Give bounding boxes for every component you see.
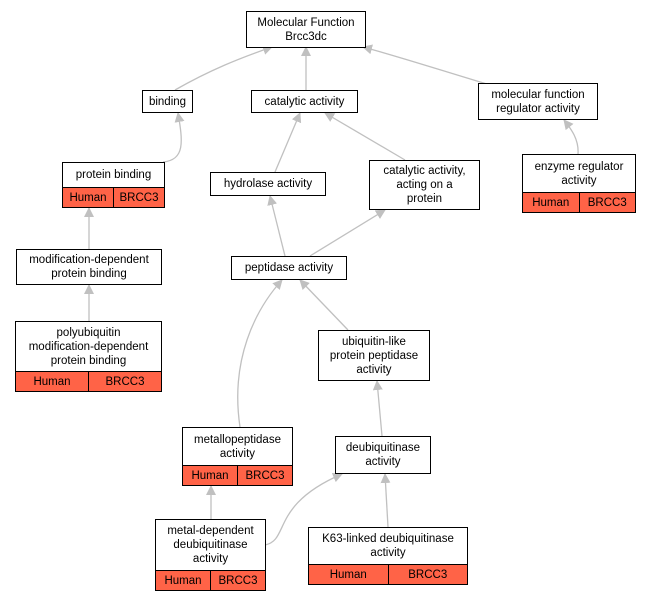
node-deubiquitinase[interactable]: deubiquitinase activity	[335, 436, 431, 474]
edge-metallo-to-peptidase	[237, 279, 283, 428]
gene-cell: BRCC3	[88, 372, 161, 391]
gene-cell: BRCC3	[237, 466, 292, 485]
edge-binding-to-root	[174, 45, 273, 91]
annotation-row: Human BRCC3	[309, 564, 467, 584]
node-metallopeptidase[interactable]: metallopeptidase activity Human BRCC3	[182, 427, 293, 486]
node-peptidase-activity[interactable]: peptidase activity	[231, 256, 347, 280]
node-enzyme-regulator[interactable]: enzyme regulator activity Human BRCC3	[522, 154, 636, 213]
edge-metaldep-to-deub	[264, 472, 343, 546]
node-protein-binding[interactable]: protein binding Human BRCC3	[62, 162, 165, 208]
edge-regulator-to-root	[362, 44, 491, 86]
edge-peptidase-to-catprotein	[309, 209, 386, 257]
node-catalytic-activity-on-protein[interactable]: catalytic activity, acting on a protein	[369, 160, 480, 210]
node-molecular-function-root[interactable]: Molecular Function Brcc3dc	[246, 11, 366, 48]
edge-enzyme-to-regulator	[563, 119, 579, 155]
edge-ubl-to-peptidase	[299, 279, 349, 331]
annotation-row: Human BRCC3	[63, 187, 164, 207]
edge-deub-to-ubl	[372, 380, 383, 437]
node-hydrolase-activity[interactable]: hydrolase activity	[210, 172, 326, 196]
node-catalytic-activity[interactable]: catalytic activity	[251, 90, 358, 113]
annotation-row: Human BRCC3	[156, 570, 265, 590]
node-ubiquitin-like-peptidase[interactable]: ubiquitin-like protein peptidase activit…	[318, 330, 430, 381]
edge-catprotein-to-catalytic	[324, 112, 406, 161]
edge-k63-to-deub	[380, 473, 391, 528]
edge-hydrolase-to-catalytic	[274, 112, 302, 173]
edge-protein-binding-to-binding	[162, 112, 185, 163]
annotation-row: Human BRCC3	[16, 371, 161, 391]
annotation-row: Human BRCC3	[523, 192, 635, 212]
organism-cell: Human	[63, 188, 113, 207]
organism-cell: Human	[156, 571, 210, 590]
node-molecular-function-regulator[interactable]: molecular function regulator activity	[478, 83, 598, 120]
gene-cell: BRCC3	[578, 193, 635, 212]
node-metal-dependent-deubiquitinase[interactable]: metal-dependent deubiquitinase activity …	[155, 519, 266, 591]
organism-cell: Human	[523, 193, 579, 212]
organism-cell: Human	[183, 466, 237, 485]
node-binding[interactable]: binding	[142, 90, 193, 113]
gene-cell: BRCC3	[113, 188, 164, 207]
organism-cell: Human	[309, 565, 388, 584]
node-k63-deubiquitinase[interactable]: K63-linked deubiquitinase activity Human…	[308, 527, 468, 585]
node-modification-dependent-binding[interactable]: modification-dependent protein binding	[16, 249, 162, 285]
node-polyubiquitin-binding[interactable]: polyubiquitin modification-dependent pro…	[15, 321, 162, 392]
organism-cell: Human	[16, 372, 88, 391]
gene-cell: BRCC3	[210, 571, 265, 590]
annotation-row: Human BRCC3	[183, 465, 292, 485]
edge-peptidase-to-hydrolase	[267, 195, 286, 257]
gene-cell: BRCC3	[387, 565, 467, 584]
